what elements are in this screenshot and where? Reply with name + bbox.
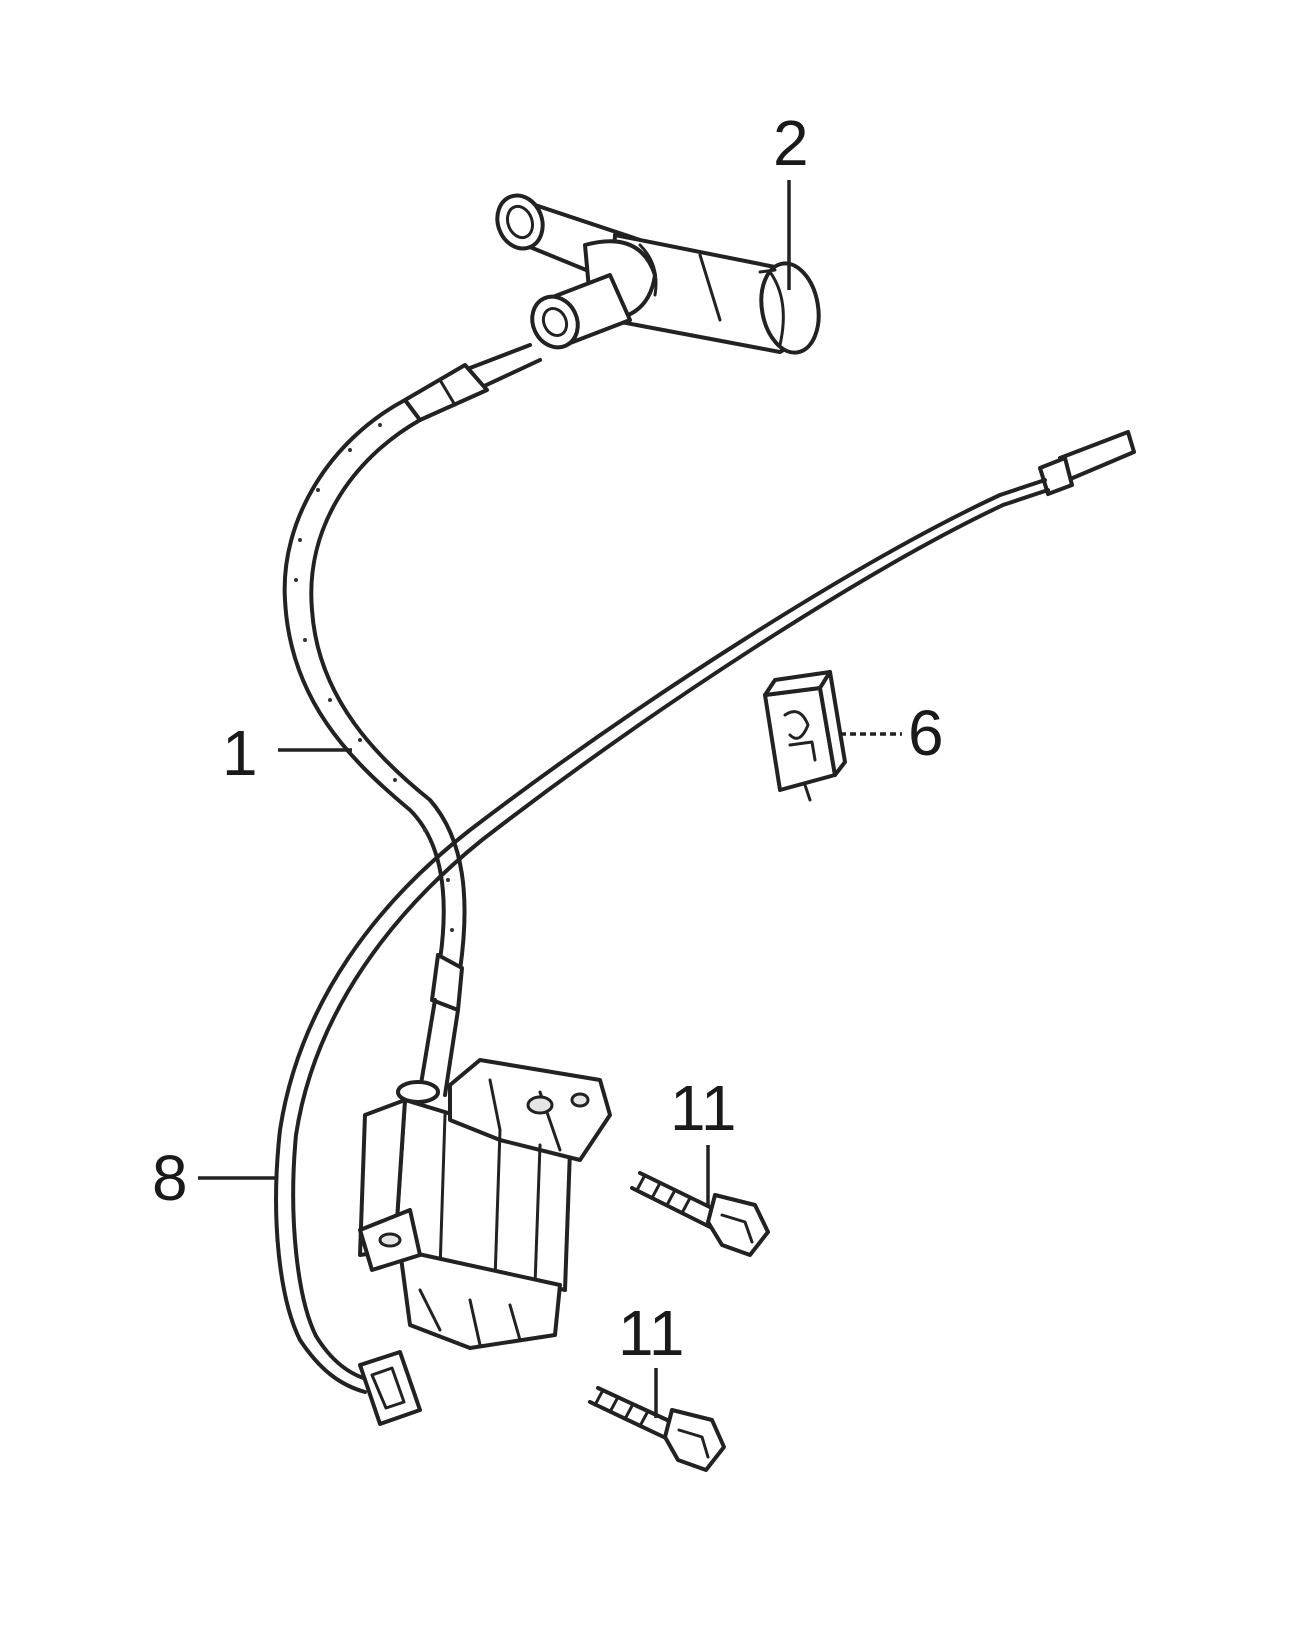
callout-8: 8	[152, 1142, 188, 1214]
callout-6: 6	[908, 697, 944, 769]
callout-11-upper: 11	[670, 1072, 736, 1144]
callout-11-lower: 11	[618, 1297, 684, 1369]
callout-1: 1	[222, 717, 258, 789]
bolt-upper	[630, 1171, 770, 1257]
spark-plug-cap	[495, 193, 821, 355]
bolt-lower	[588, 1386, 726, 1472]
connector-clip	[763, 670, 847, 802]
leader-lines	[198, 180, 902, 1418]
callout-2: 2	[773, 107, 809, 179]
stop-switch-wire	[274, 430, 1136, 1426]
ignition-coil-body	[358, 1058, 612, 1350]
high-tension-lead	[282, 343, 542, 1097]
